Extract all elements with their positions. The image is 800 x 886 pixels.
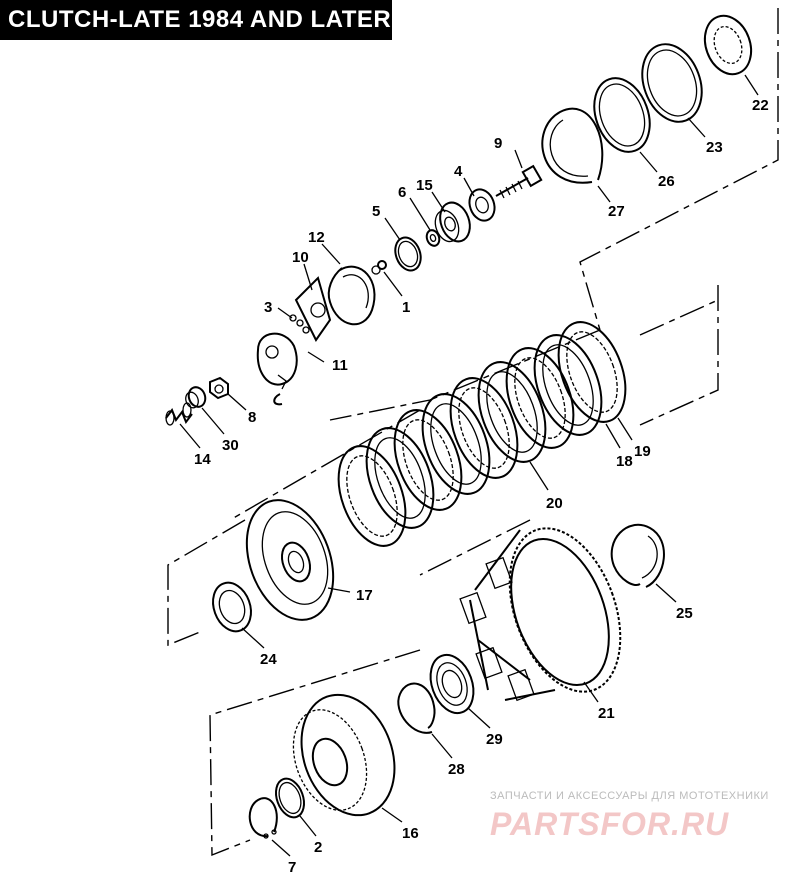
callout-28: 28 xyxy=(448,761,465,778)
callout-5: 5 xyxy=(372,203,380,220)
callout-19: 19 xyxy=(634,443,651,460)
watermark-tagline: ЗАПЧАСТИ И АКСЕССУАРЫ ДЛЯ МОТОТЕХНИКИ xyxy=(490,790,769,802)
callout-27: 27 xyxy=(608,203,625,220)
callout-11: 11 xyxy=(332,357,348,374)
part-4-bearing xyxy=(468,188,496,222)
part-16-clutch-hub xyxy=(292,693,396,817)
callout-2: 2 xyxy=(314,839,322,856)
part-26-ring xyxy=(593,77,651,153)
callout-8: 8 xyxy=(248,409,256,426)
callout-17: 17 xyxy=(356,587,373,604)
part-23-ring xyxy=(641,43,703,123)
callout-7: 7 xyxy=(288,859,296,876)
part-1-pin xyxy=(371,260,387,275)
part-27-retaining-ring xyxy=(541,107,604,184)
part-10-release-plate xyxy=(294,276,332,342)
part-3-balls xyxy=(289,314,310,334)
callout-18: 18 xyxy=(616,453,633,470)
callout-10: 10 xyxy=(292,249,309,266)
callout-26: 26 xyxy=(658,173,675,190)
callout-21: 21 xyxy=(598,705,615,722)
part-11-ramp xyxy=(256,332,298,406)
leader-lines xyxy=(179,74,759,857)
callout-15: 15 xyxy=(416,177,433,194)
watermark-logo-text: PARTSFOR.RU xyxy=(490,806,730,842)
callout-12: 12 xyxy=(308,229,325,246)
part-6-washer xyxy=(425,229,441,247)
callout-4: 4 xyxy=(454,163,463,180)
callout-3: 3 xyxy=(264,299,272,316)
callout-9: 9 xyxy=(494,135,502,152)
part-28-retaining-ring xyxy=(397,682,436,734)
part-14-spring xyxy=(165,402,193,426)
part-21-clutch-shell xyxy=(459,527,622,702)
part-30-spring-cup xyxy=(185,386,207,409)
callout-14: 14 xyxy=(194,451,211,468)
callout-23: 23 xyxy=(706,139,723,156)
part-17-pressure-plate xyxy=(245,499,335,621)
part-2-ring xyxy=(274,777,306,819)
part-29-bearing xyxy=(429,653,475,715)
part-9-adjusting-screw xyxy=(495,164,543,199)
part-7-snap-ring xyxy=(248,797,278,839)
part-5-snap-ring xyxy=(394,236,422,272)
callout-1: 1 xyxy=(402,299,410,316)
callout-25: 25 xyxy=(676,605,693,622)
part-25-retaining-ring xyxy=(610,523,665,588)
assembly-axis-lines xyxy=(167,8,779,857)
callout-numbers: 22 23 26 27 9 4 15 6 5 1 12 10 3 11 8 30… xyxy=(194,97,769,876)
callout-22: 22 xyxy=(752,97,769,114)
part-24-bearing xyxy=(212,581,252,633)
part-8-nut xyxy=(209,376,229,400)
diagram-title: CLUTCH-LATE 1984 AND LATER xyxy=(0,0,392,40)
callout-20: 20 xyxy=(546,495,563,512)
part-15-nut xyxy=(434,201,471,243)
clutch-plate-stack xyxy=(337,321,627,547)
callout-29: 29 xyxy=(486,731,503,748)
part-12-retaining-ring xyxy=(327,265,376,326)
callout-30: 30 xyxy=(222,437,239,454)
callout-6: 6 xyxy=(398,184,406,201)
part-22-disc xyxy=(703,14,753,76)
callout-24: 24 xyxy=(260,651,277,668)
callout-16: 16 xyxy=(402,825,419,842)
